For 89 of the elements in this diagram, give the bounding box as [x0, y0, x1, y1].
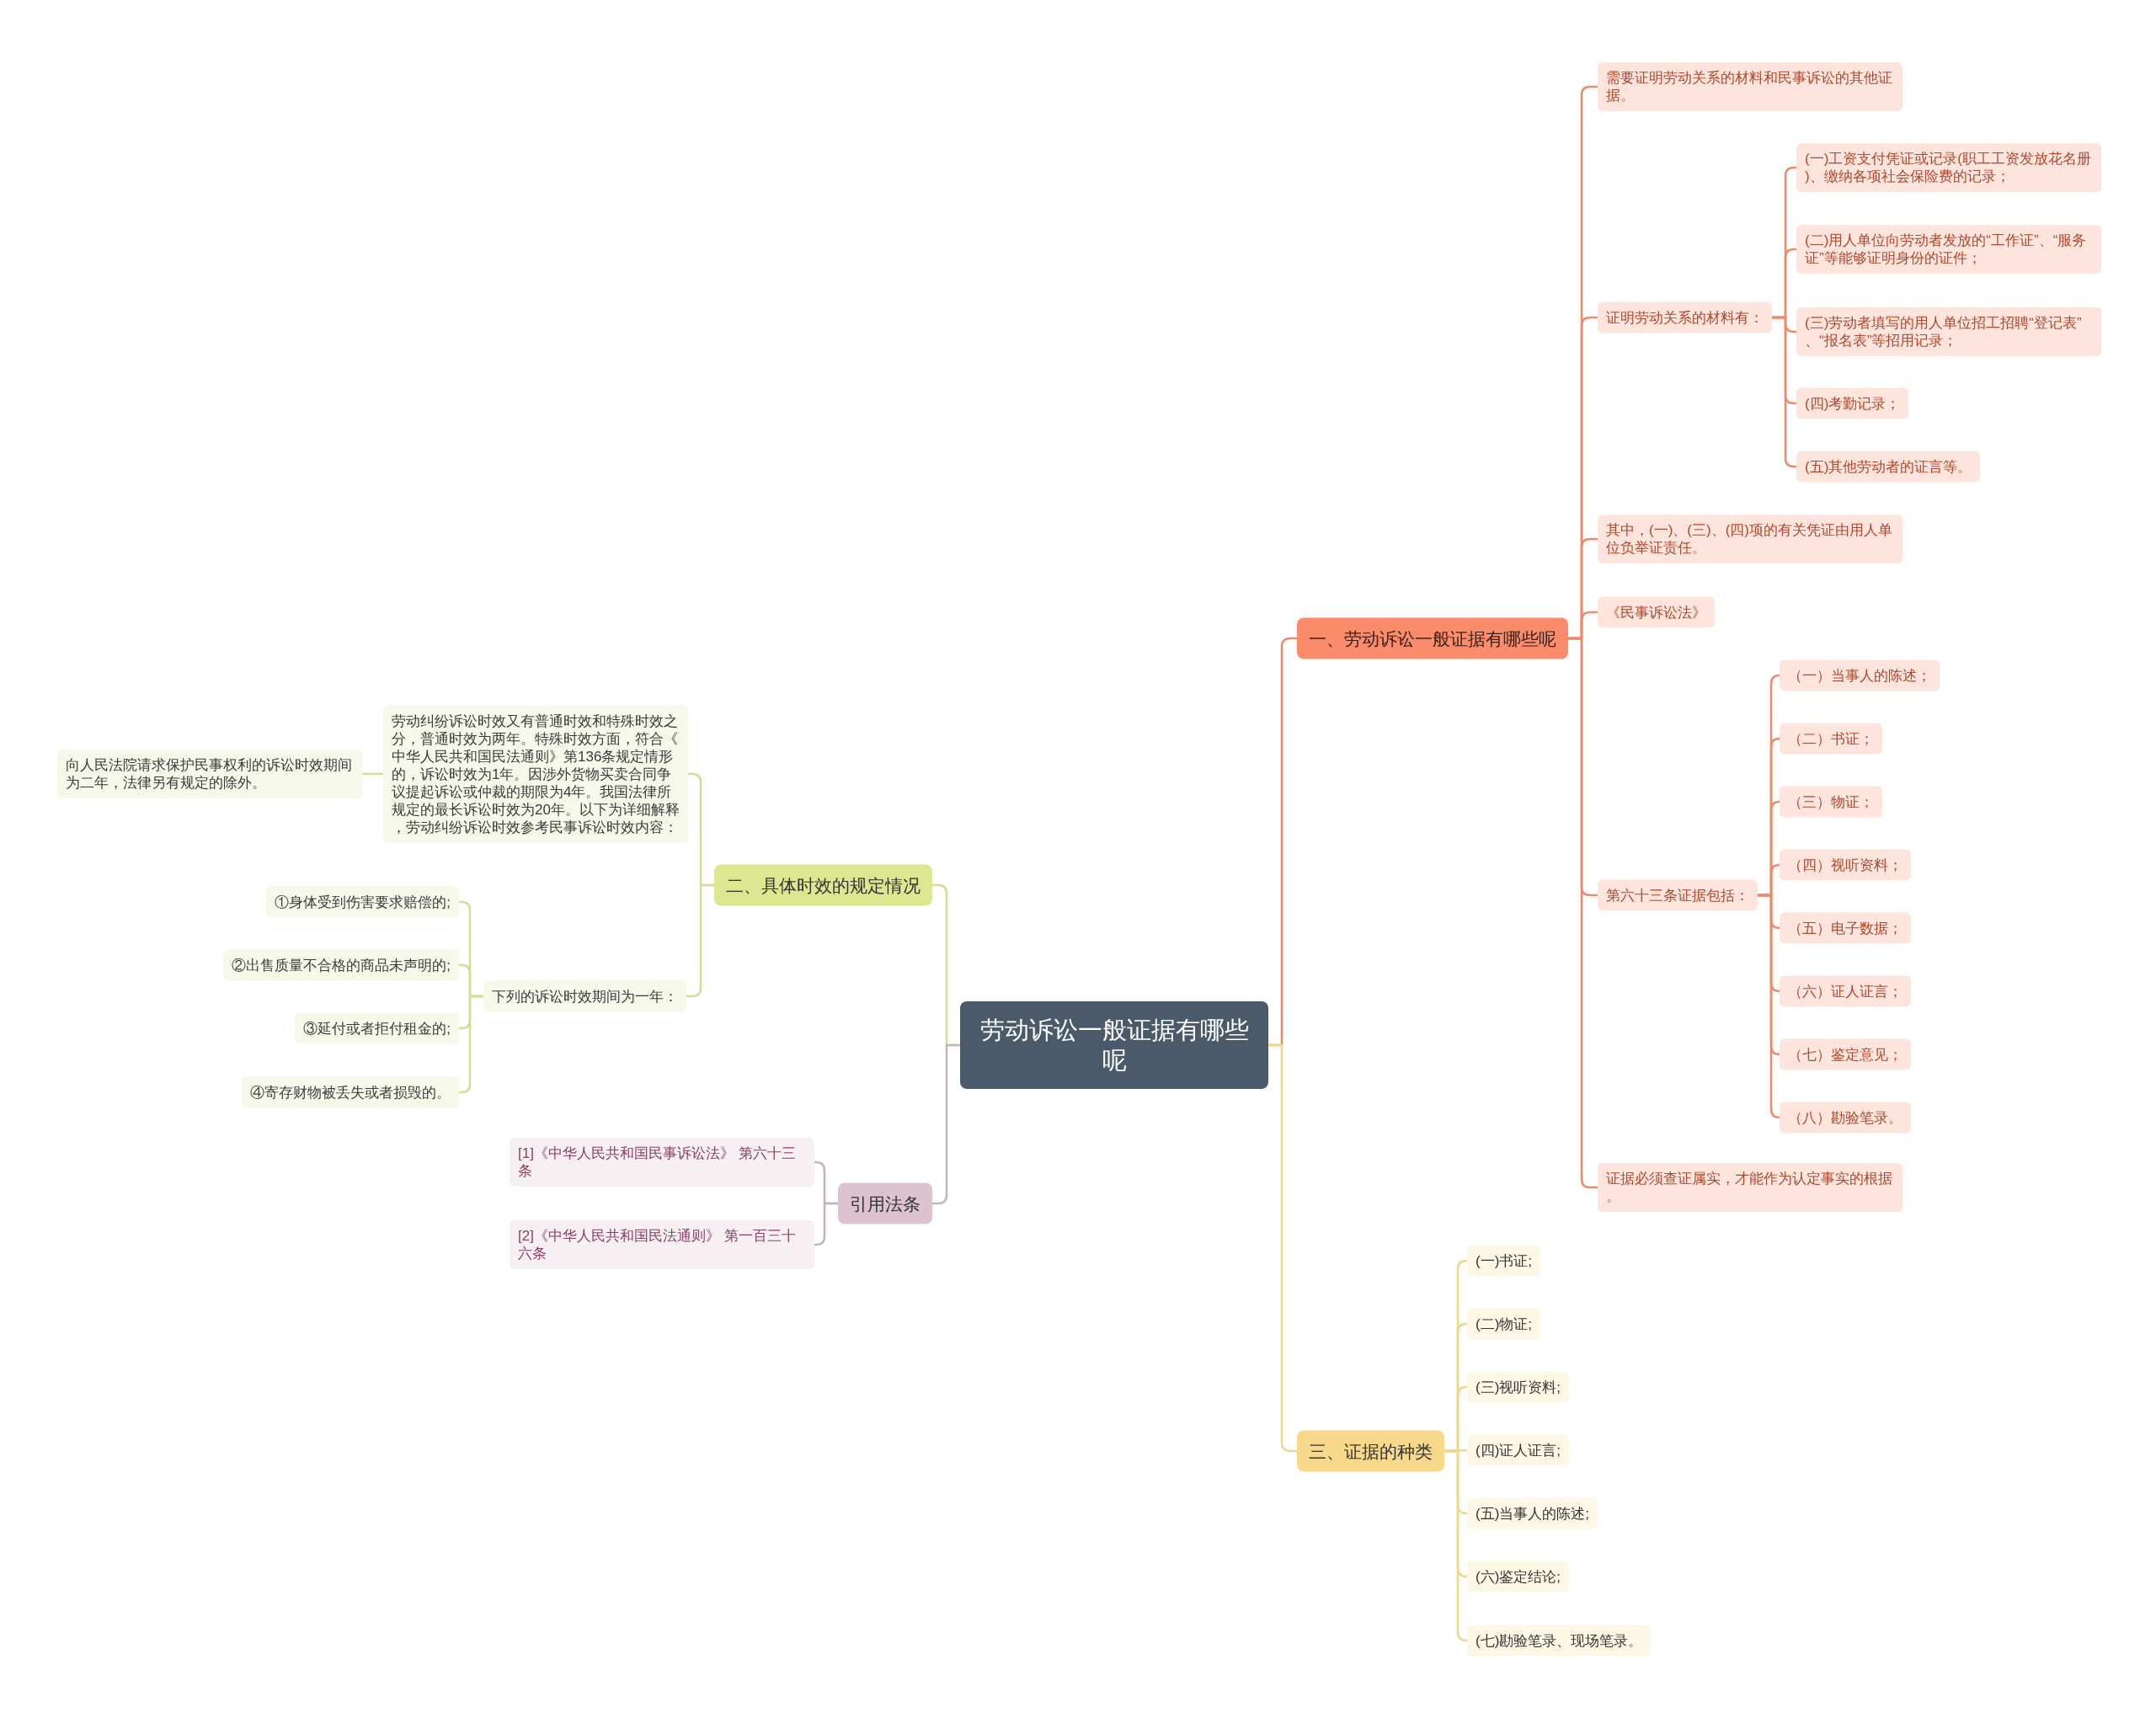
topic-text: 引用法条 — [850, 1192, 921, 1215]
topic-text: (四)证人证言; — [1476, 1441, 1561, 1459]
topic-text: （二）书证； — [1788, 729, 1874, 748]
subtopic-card — [1598, 62, 1903, 111]
topic-text: (五)其他劳动者的证言等。 — [1805, 457, 1972, 476]
topic-text: ④寄存财物被丢失或者损毁的。 — [250, 1083, 451, 1102]
topic-text: 一、劳动诉讼一般证据有哪些呢 — [1309, 627, 1556, 650]
subtopic-card — [1780, 659, 1940, 691]
topic-text: 向人民法院请求保护民事权利的诉讼时效期间为二年，法律另有规定的除外。 — [66, 756, 353, 792]
topic-text: （一）当事人的陈述； — [1788, 666, 1931, 685]
subtopic-card — [510, 1138, 814, 1187]
subtopic-card — [1467, 1497, 1598, 1529]
topic-text: (二)用人单位向劳动者发放的“工作证”、“服务证”等能够证明身份的证件； — [1805, 232, 2088, 267]
subtopic-card — [57, 750, 362, 798]
main-branch-topic — [714, 864, 932, 906]
topic-text: (三)劳动者填写的用人单位招工招聘“登记表”、“报名表”等招用记录； — [1805, 314, 2083, 349]
topic-text: 证明劳动关系的材料有： — [1606, 308, 1764, 327]
subtopic-card — [1780, 849, 1911, 881]
topic-text: （五）电子数据； — [1788, 919, 1903, 937]
topic-text: (七)勘验笔录、现场笔录。 — [1476, 1631, 1643, 1650]
subtopic-card — [1467, 1245, 1541, 1277]
central-topic — [960, 1001, 1268, 1089]
topic-text: (五)当事人的陈述; — [1476, 1504, 1590, 1523]
subtopic-card — [1780, 1038, 1911, 1070]
subtopic-card — [1598, 879, 1758, 911]
connector-line — [1770, 316, 1798, 468]
subtopic-card — [1598, 301, 1772, 333]
topic-text: 其中，(一)、(三)、(四)项的有关凭证由用人单位负举证责任。 — [1606, 521, 1893, 557]
subtopic-card — [223, 949, 459, 981]
topic-text: (一)工资支付凭证或记录(职工工资发放花名册)、缴纳各项社会保险费的记录； — [1805, 150, 2092, 185]
connector-line — [457, 995, 485, 1094]
topic-text: ③延付或者拒付租金的; — [303, 1019, 451, 1038]
topic-text: ②出售质量不合格的商品未声明的; — [232, 956, 451, 974]
subtopic-card — [1780, 912, 1911, 944]
topic-text: [1]《中华人民共和国民事诉讼法》 第六十三条 — [518, 1144, 797, 1180]
subtopic-card — [1796, 387, 1909, 419]
topic-text: 证据必须查证属实，才能作为认定事实的根据。 — [1606, 1170, 1893, 1205]
subtopic-card — [1467, 1371, 1570, 1403]
topic-text: 劳动诉讼一般证据有哪些呢 — [979, 1016, 1250, 1075]
subtopic-card — [1796, 143, 2101, 192]
subtopic-card — [1467, 1561, 1570, 1593]
topic-text: (二)物证; — [1476, 1315, 1533, 1333]
connector-line — [360, 772, 385, 776]
connector-line — [1443, 1449, 1469, 1642]
topic-text: (六)鉴定结论; — [1476, 1567, 1561, 1586]
connector-line — [813, 1202, 840, 1246]
topic-text: （六）证人证言； — [1788, 982, 1903, 1000]
topic-text: (一)书证; — [1476, 1251, 1533, 1270]
topic-text: ①身体受到伤害要求赔偿的; — [275, 893, 451, 911]
topic-text: (四)考勤记录； — [1805, 394, 1901, 413]
subtopic-card — [1780, 786, 1882, 818]
subtopic-card — [1796, 451, 1981, 483]
subtopic-card — [1796, 307, 2101, 356]
topic-text: (三)视听资料; — [1476, 1378, 1561, 1396]
topic-text: （四）视听资料； — [1788, 856, 1903, 874]
topic-text: 劳动纠纷诉讼时效又有普通时效和特殊时效之分，普通时效为两年。特殊时效方面，符合《中华人民共和国民法通则》第136条规定情形的，诉讼时效为1年。因涉外货物买卖合同争议提起诉讼或仲裁的期限为4年。我国法律所规定的最长诉讼时效为20年。以下为详细解释，劳动纠纷诉讼时效参考民事诉讼时效内容： — [392, 712, 680, 836]
subtopic-card — [1598, 596, 1715, 628]
subtopic-card — [483, 980, 686, 1012]
connector-line — [931, 1043, 962, 1205]
topic-text: （三）物证； — [1788, 792, 1874, 811]
topic-text: 需要证明劳动关系的材料和民事诉讼的其他证据。 — [1606, 69, 1893, 104]
main-branch-topic — [838, 1182, 932, 1224]
topic-text: 下列的诉讼时效期间为一年： — [492, 987, 678, 1006]
subtopic-card — [266, 886, 459, 918]
topic-text: 三、证据的种类 — [1309, 1440, 1433, 1463]
topic-text: 第六十三条证据包括： — [1606, 886, 1749, 904]
topic-text: （七）鉴定意见； — [1788, 1045, 1903, 1064]
subtopic-card — [1467, 1308, 1541, 1340]
topic-text: 《民事诉讼法》 — [1606, 603, 1706, 622]
main-branch-topic — [1297, 1430, 1444, 1472]
connector-line — [685, 883, 716, 998]
subtopic-card — [242, 1076, 459, 1108]
topic-text: （八）勘验笔录。 — [1788, 1108, 1903, 1127]
subtopic-card — [295, 1012, 459, 1044]
topic-text: 二、具体时效的规定情况 — [726, 874, 921, 897]
connector-line — [1267, 1043, 1299, 1453]
topic-text: [2]《中华人民共和国民法通则》 第一百三十六条 — [518, 1227, 797, 1262]
subtopic-card — [1598, 515, 1903, 563]
connector-line — [1566, 637, 1599, 1189]
subtopic-card — [1780, 1102, 1911, 1134]
subtopic-card — [1598, 1163, 1903, 1212]
subtopic-card — [510, 1220, 814, 1269]
subtopic-card — [1796, 225, 2101, 274]
connector-line — [1756, 894, 1781, 1119]
main-branch-topic — [1297, 617, 1568, 659]
subtopic-card — [1467, 1625, 1652, 1657]
subtopic-card — [1467, 1434, 1570, 1466]
subtopic-card — [1780, 975, 1911, 1007]
subtopic-card — [1780, 723, 1882, 755]
